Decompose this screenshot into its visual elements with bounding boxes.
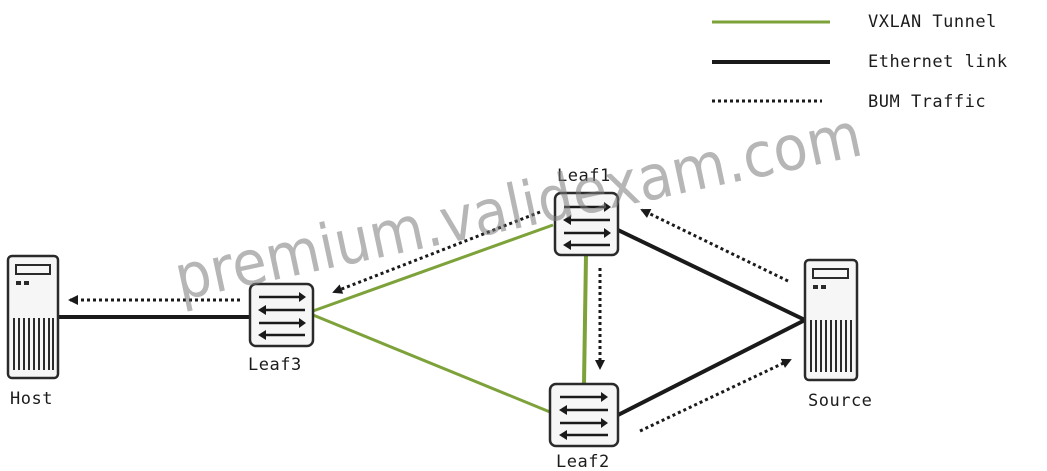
source-label: Source [808,391,872,411]
leaf1-switch [553,191,620,257]
source-server-icon [803,258,859,382]
host-label: Host [10,389,53,409]
vxlan-tunnel-leaf1-leaf3 [312,223,554,313]
legend-bum-label: BUM Traffic [868,92,986,112]
ethernet-links [58,228,806,417]
vxlan-tunnels [312,223,588,414]
ethernet-link-leaf1-source [617,228,806,322]
bum-arrow-leaf2-to-source [639,358,792,433]
switch-arrows-icon [563,202,611,250]
bum-arrow-leaf1-to-leaf3 [332,210,541,294]
vxlan-tunnel-leaf3-leaf2 [312,313,551,414]
host-server-icon [6,254,60,380]
vxlan-tunnel-leaf1-leaf2 [582,254,588,385]
leaf1-label: Leaf1 [557,166,611,186]
switch-arrows-icon [559,392,608,440]
legend-vxlan-label: VXLAN Tunnel [868,12,997,32]
leaf2-label: Leaf2 [556,452,610,471]
leaf3-switch [248,282,315,348]
leaf3-label: Leaf3 [248,355,302,375]
legend: VXLAN Tunnel Ethernet link BUM Traffic [712,12,1008,112]
bum-traffic [68,208,792,433]
watermark-text: premium.validexam.com [168,98,868,315]
ethernet-link-leaf2-source [617,318,806,417]
bum-arrow-source-to-leaf1 [640,208,789,283]
legend-ethernet-label: Ethernet link [868,52,1008,72]
leaf2-switch [548,382,620,448]
switch-arrows-icon [258,292,306,340]
